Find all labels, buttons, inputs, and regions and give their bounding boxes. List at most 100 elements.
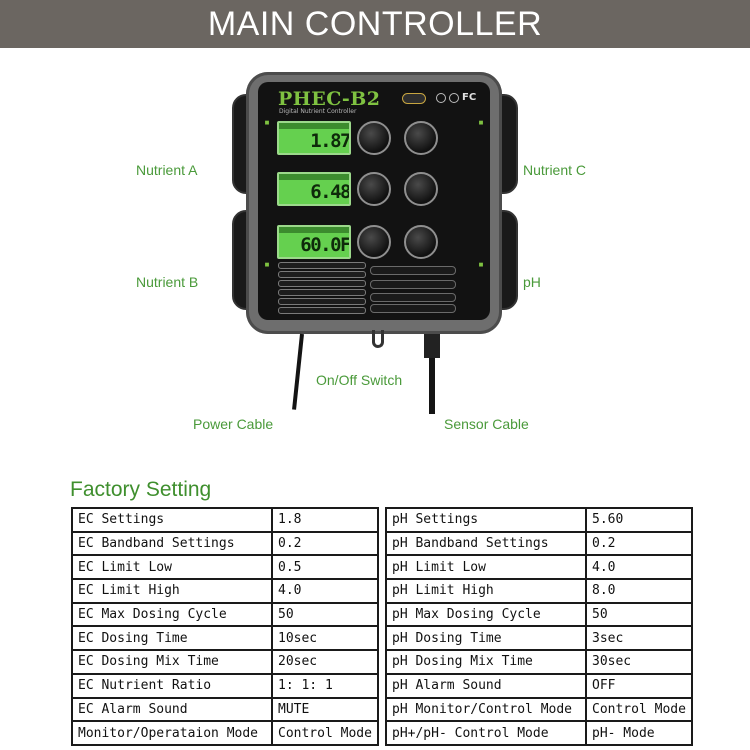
- temp-display: 60.0F: [277, 225, 351, 259]
- setting-name: Monitor/Operataion Mode: [71, 720, 273, 746]
- side-label-left-top: ■: [264, 120, 270, 126]
- setting-value: pH- Mode: [585, 720, 693, 746]
- setting-name: EC Nutrient Ratio: [71, 672, 273, 699]
- nutrient-ratio-knob[interactable]: [357, 225, 391, 259]
- setting-name: EC Max Dosing Cycle: [71, 601, 273, 628]
- setting-value: 30sec: [585, 649, 693, 675]
- setting-name: EC Dosing Time: [71, 625, 273, 652]
- sensor-connector: [424, 334, 440, 358]
- on-off-switch-hook[interactable]: [372, 330, 384, 348]
- side-label-left-bottom: ■: [264, 262, 270, 268]
- ec-deadband-knob[interactable]: [404, 121, 438, 155]
- callout-nutrient-a: Nutrient A: [136, 162, 198, 178]
- setting-name: EC Alarm Sound: [71, 696, 273, 723]
- ph-setting-knob[interactable]: [357, 172, 391, 206]
- factory-setting-title: Factory Setting: [70, 478, 212, 501]
- setting-name: pH Alarm Sound: [385, 672, 587, 699]
- ph-display: 6.48 6.40: [277, 172, 351, 206]
- setting-name: EC Limit Low: [71, 554, 273, 581]
- sensor-cable: [429, 334, 435, 414]
- callout-power-cable: Power Cable: [193, 416, 274, 432]
- setting-value: 4.0: [271, 578, 379, 604]
- setting-name: pH Monitor/Control Mode: [385, 696, 587, 723]
- certification-icon: [449, 93, 459, 103]
- setting-name: pH Max Dosing Cycle: [385, 601, 587, 628]
- setting-name: pH+/pH- Control Mode: [385, 720, 587, 746]
- setting-value: OFF: [585, 672, 693, 699]
- setting-value: 1: 1: 1: [271, 672, 379, 699]
- dosing-time-knob[interactable]: [404, 225, 438, 259]
- device-subtitle: Digital Nutrient Controller: [279, 108, 357, 115]
- setting-name: EC Settings: [71, 507, 273, 533]
- instruction-row: [370, 266, 456, 275]
- callout-nutrient-c: Nutrient C: [523, 162, 587, 178]
- ph-deadband-knob[interactable]: [404, 172, 438, 206]
- instruction-row: [370, 293, 456, 302]
- setting-name: pH Limit Low: [385, 554, 587, 581]
- setting-value: MUTE: [271, 696, 379, 723]
- certification-icon: [436, 93, 446, 103]
- fc-mark: FC: [462, 92, 477, 103]
- setting-value: 8.0: [585, 578, 693, 604]
- ec-setting-knob[interactable]: [357, 121, 391, 155]
- setting-value: Control Mode: [271, 720, 379, 746]
- callout-on-off-switch: On/Off Switch: [316, 372, 403, 388]
- setting-value: 4.0: [585, 554, 693, 581]
- setting-value: 50: [271, 601, 379, 628]
- setting-name: EC Dosing Mix Time: [71, 649, 273, 675]
- setting-name: pH Dosing Time: [385, 625, 587, 652]
- setting-value: 0.2: [271, 530, 379, 557]
- setting-value: 0.2: [585, 530, 693, 557]
- callout-nutrient-b: Nutrient B: [136, 274, 199, 290]
- power-cable: [292, 333, 304, 410]
- header-banner: [0, 0, 750, 48]
- status-indicator: [278, 280, 366, 287]
- setting-value: 20sec: [271, 649, 379, 675]
- ec-display: 1.87 1.80: [277, 121, 351, 155]
- temp-display-value: 60.0F: [300, 234, 350, 256]
- callout-ph: pH: [523, 274, 541, 290]
- ph-display-value: 6.48 6.40: [310, 181, 350, 204]
- setting-value: 5.60: [585, 507, 693, 533]
- callout-sensor-cable: Sensor Cable: [444, 416, 529, 432]
- ec-display-value: 1.87 1.80: [310, 130, 350, 153]
- device-brand: PHEC-B2: [278, 88, 381, 110]
- setting-value: 50: [585, 601, 693, 628]
- status-indicator: [278, 289, 366, 296]
- setting-name: pH Limit High: [385, 578, 587, 604]
- status-indicator: [278, 262, 366, 269]
- instruction-row: [370, 280, 456, 289]
- setting-value: 0.5: [271, 554, 379, 581]
- instruction-row: [370, 304, 456, 313]
- setting-name: EC Bandband Settings: [71, 530, 273, 557]
- brand-logo-badge: [402, 93, 426, 104]
- setting-value: 1.8: [271, 507, 379, 533]
- status-indicator: [278, 307, 366, 314]
- setting-name: EC Limit High: [71, 578, 273, 604]
- status-indicator: [278, 298, 366, 305]
- side-label-right-top: ■: [478, 120, 484, 126]
- page-title: MAIN CONTROLLER: [207, 5, 543, 43]
